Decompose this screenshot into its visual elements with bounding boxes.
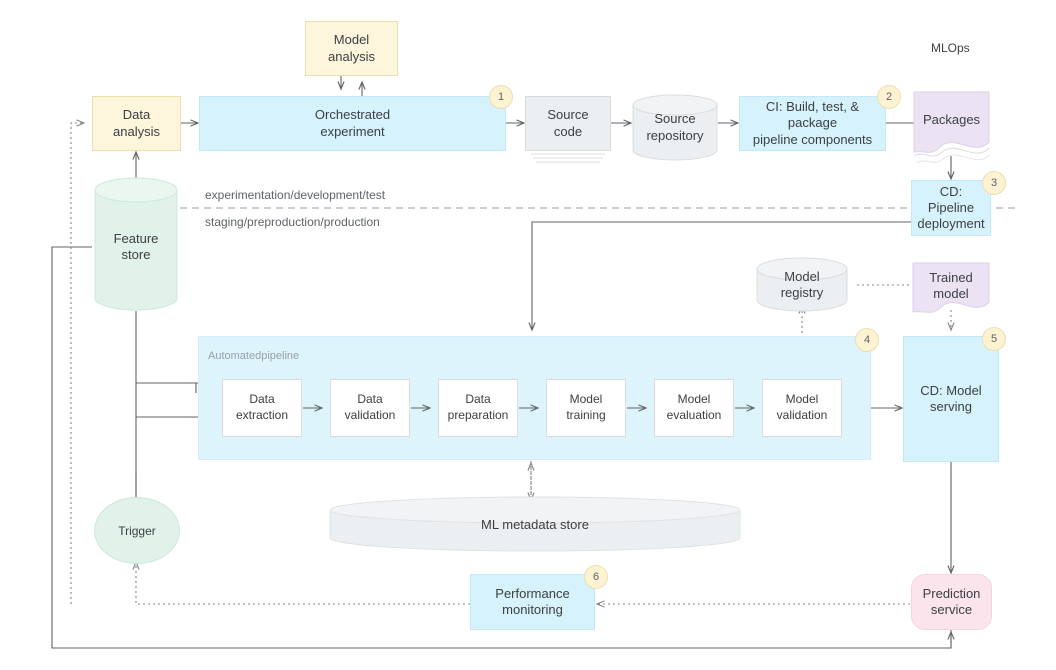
node-packages[interactable]: Packages bbox=[914, 98, 989, 142]
zone-label-staging: staging/preproduction/production bbox=[205, 215, 380, 229]
diagram-title: MLOps bbox=[931, 41, 970, 55]
node-trigger[interactable]: Trigger bbox=[94, 497, 180, 564]
badge-1: 1 bbox=[489, 85, 513, 109]
automated-pipeline-label: Automatedpipeline bbox=[208, 350, 300, 362]
node-trigger-label: Trigger bbox=[118, 523, 156, 538]
node-packages-label: Packages bbox=[922, 111, 981, 127]
zone-label-experimentation: experimentation/development/test bbox=[205, 188, 386, 202]
badge-4: 4 bbox=[855, 328, 879, 352]
automated-pipeline-container bbox=[198, 336, 871, 460]
badge-6: 6 bbox=[584, 565, 608, 589]
badge-2: 2 bbox=[877, 85, 901, 109]
badge-5: 5 bbox=[982, 327, 1006, 351]
node-ml-metadata-store-label: ML metadata store bbox=[481, 516, 589, 532]
badge-3: 3 bbox=[982, 171, 1006, 195]
node-ml-metadata-store[interactable]: ML metadata store bbox=[430, 510, 640, 540]
